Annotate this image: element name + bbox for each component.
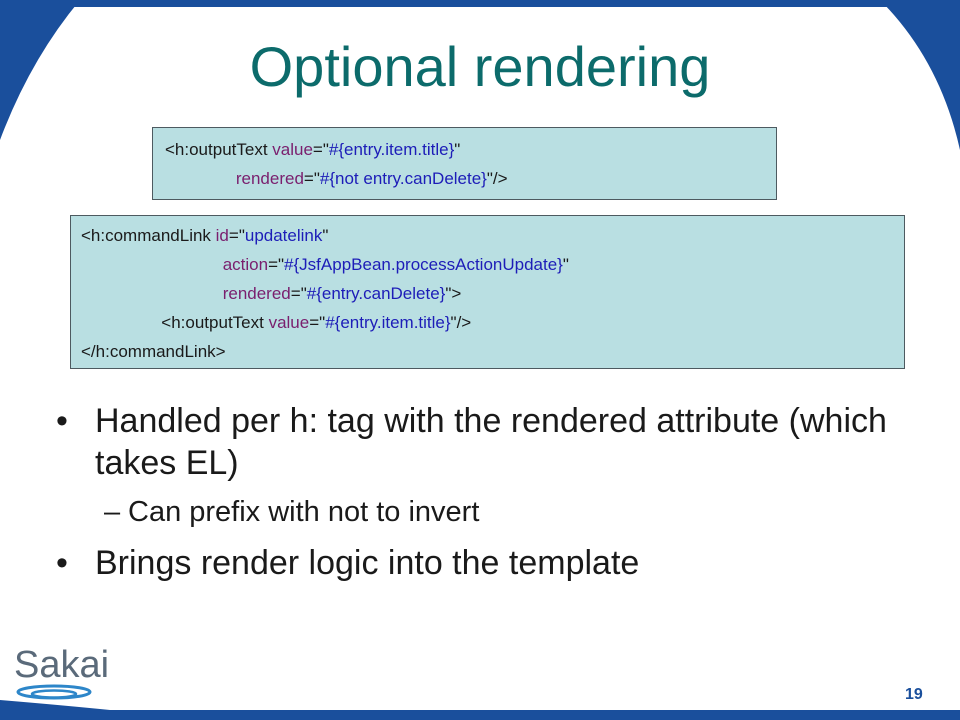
code-token-tag: </h:commandLink> bbox=[81, 342, 226, 361]
code-token-tag: =" bbox=[268, 255, 285, 274]
code-line: </h:commandLink> bbox=[81, 337, 904, 366]
code-token-tag: "> bbox=[445, 284, 462, 303]
bullet-item: • Handled per h: tag with the rendered a… bbox=[56, 400, 916, 484]
code-line: rendered="#{entry.canDelete}"> bbox=[81, 279, 904, 308]
bullet-item: • Brings render logic into the template bbox=[56, 542, 916, 584]
code-token-tag: "/> bbox=[486, 169, 508, 188]
code-line: <h:commandLink id="updatelink" bbox=[81, 221, 904, 250]
logo-text: Sakai bbox=[14, 644, 110, 686]
sub-bullet-marker: – bbox=[104, 496, 121, 528]
sub-bullet-text: Can prefix with not to invert bbox=[128, 496, 480, 528]
code-token-tag: <h:commandLink bbox=[81, 226, 216, 245]
sub-bullet-item: – Can prefix with not to invert bbox=[56, 494, 916, 530]
code-line: <h:outputText value="#{entry.item.title}… bbox=[81, 308, 904, 337]
code-token-tag: =" bbox=[228, 226, 245, 245]
code-token-tag: "/> bbox=[450, 313, 472, 332]
code-token-attr: rendered bbox=[235, 169, 304, 188]
code-block-output-text: <h:outputText value="#{entry.item.title}… bbox=[152, 127, 777, 200]
code-token-attr: id bbox=[215, 226, 229, 245]
code-token-tag: " bbox=[322, 226, 329, 245]
code-token-attr: action bbox=[222, 255, 269, 274]
code-token-tag: =" bbox=[312, 140, 329, 159]
bullet-text: Brings render logic into the template bbox=[95, 544, 640, 582]
code-token-str: #{JsfAppBean.processActionUpdate} bbox=[284, 255, 563, 274]
code-token-tag: =" bbox=[303, 169, 320, 188]
code-token-tag: " bbox=[454, 140, 461, 159]
logo-wave-icon bbox=[16, 684, 92, 700]
code-token-tag bbox=[165, 169, 236, 188]
bullet-list: • Handled per h: tag with the rendered a… bbox=[56, 400, 916, 584]
code-token-attr: value bbox=[272, 140, 313, 159]
code-token-tag bbox=[81, 284, 223, 303]
page-number: 19 bbox=[905, 686, 923, 703]
sakai-logo: Sakai bbox=[6, 644, 109, 704]
code-line: action="#{JsfAppBean.processActionUpdate… bbox=[81, 250, 904, 279]
bullet-marker: • bbox=[56, 402, 68, 440]
code-token-tag bbox=[81, 255, 223, 274]
code-token-attr: rendered bbox=[222, 284, 291, 303]
code-block-command-link: <h:commandLink id="updatelink" action="#… bbox=[70, 215, 905, 369]
code-token-str: #{entry.item.title} bbox=[328, 140, 455, 159]
code-line: <h:outputText value="#{entry.item.title}… bbox=[165, 135, 776, 164]
bullet-marker: • bbox=[56, 544, 68, 582]
code-token-str: #{entry.canDelete} bbox=[306, 284, 446, 303]
code-token-str: #{entry.item.title} bbox=[325, 313, 451, 332]
code-token-tag: =" bbox=[309, 313, 326, 332]
code-token-tag: <h:outputText bbox=[81, 313, 269, 332]
slide-title: Optional rendering bbox=[249, 35, 711, 98]
code-token-str: updatelink bbox=[244, 226, 323, 245]
code-token-attr: value bbox=[268, 313, 310, 332]
code-token-tag: " bbox=[562, 255, 569, 274]
bullet-text: Handled per h: tag with the rendered att… bbox=[95, 402, 887, 482]
code-token-tag: <h:outputText bbox=[165, 140, 273, 159]
code-token-tag: =" bbox=[290, 284, 307, 303]
code-line: rendered="#{not entry.canDelete}"/> bbox=[165, 164, 776, 193]
code-token-str: #{not entry.canDelete} bbox=[319, 169, 487, 188]
